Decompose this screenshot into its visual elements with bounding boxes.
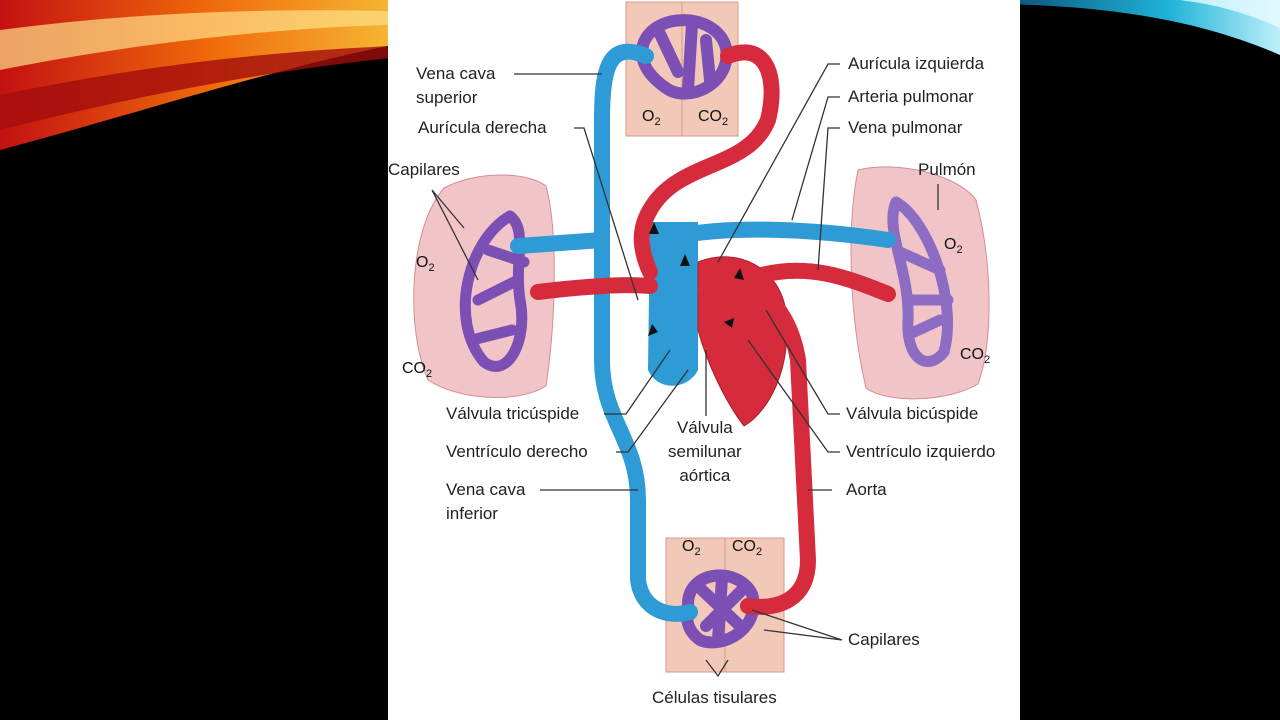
co2-label-left-lung: CO2 — [402, 360, 433, 381]
label-auricula-izquierda: Aurícula izquierda — [848, 54, 985, 73]
o2-label-right-lung: O2 — [944, 236, 963, 257]
label-aorta: Aorta — [846, 480, 887, 499]
label-vena-cava-superior: Vena cava superior — [416, 64, 496, 107]
o2-label-top: O2 — [642, 108, 661, 129]
label-vena-cava-inferior: Vena cava inferior — [446, 480, 526, 523]
lung-right — [850, 166, 990, 400]
label-valvula-bicuspide: Válvula bicúspide — [846, 404, 979, 423]
label-vena-pulmonar: Vena pulmonar — [848, 118, 963, 137]
label-pulmon: Pulmón — [918, 160, 976, 179]
label-auricula-derecha: Aurícula derecha — [418, 118, 547, 137]
co2-label-bottom: CO2 — [732, 538, 763, 559]
o2-label-bottom: O2 — [682, 538, 701, 559]
decorative-swoosh-right — [1000, 0, 1280, 55]
circulatory-diagram — [413, 1, 990, 678]
co2-label-top: CO2 — [698, 108, 729, 129]
label-capilares-bottom: Capilares — [848, 630, 920, 649]
label-valvula-tricuspide: Válvula tricúspide — [446, 404, 580, 423]
o2-label-left-lung: O2 — [416, 254, 435, 275]
capillaries-right-lung — [887, 196, 954, 367]
label-celulas-tisulares: Células tisulares — [652, 688, 777, 707]
co2-label-right-lung: CO2 — [960, 346, 991, 367]
label-capilares-left: Capilares — [388, 160, 460, 179]
flow-arrows — [648, 222, 744, 336]
leader-lines — [431, 63, 939, 678]
artery-system — [530, 44, 896, 615]
right-heart-chambers — [648, 222, 698, 386]
label-ventriculo-derecho: Ventrículo derecho — [446, 442, 588, 461]
capillaries-bottom — [681, 569, 760, 649]
diagram-panel: O2 CO2 O2 CO2 O2 CO2 O2 CO2 Vena cava su… — [388, 0, 1020, 720]
label-ventriculo-izquierdo: Ventrículo izquierdo — [846, 442, 996, 461]
label-valvula-semilunar-aortica: Válvula semilunar aórtica — [668, 418, 742, 485]
label-arteria-pulmonar: Arteria pulmonar — [848, 87, 974, 106]
capillaries-top — [636, 14, 733, 100]
